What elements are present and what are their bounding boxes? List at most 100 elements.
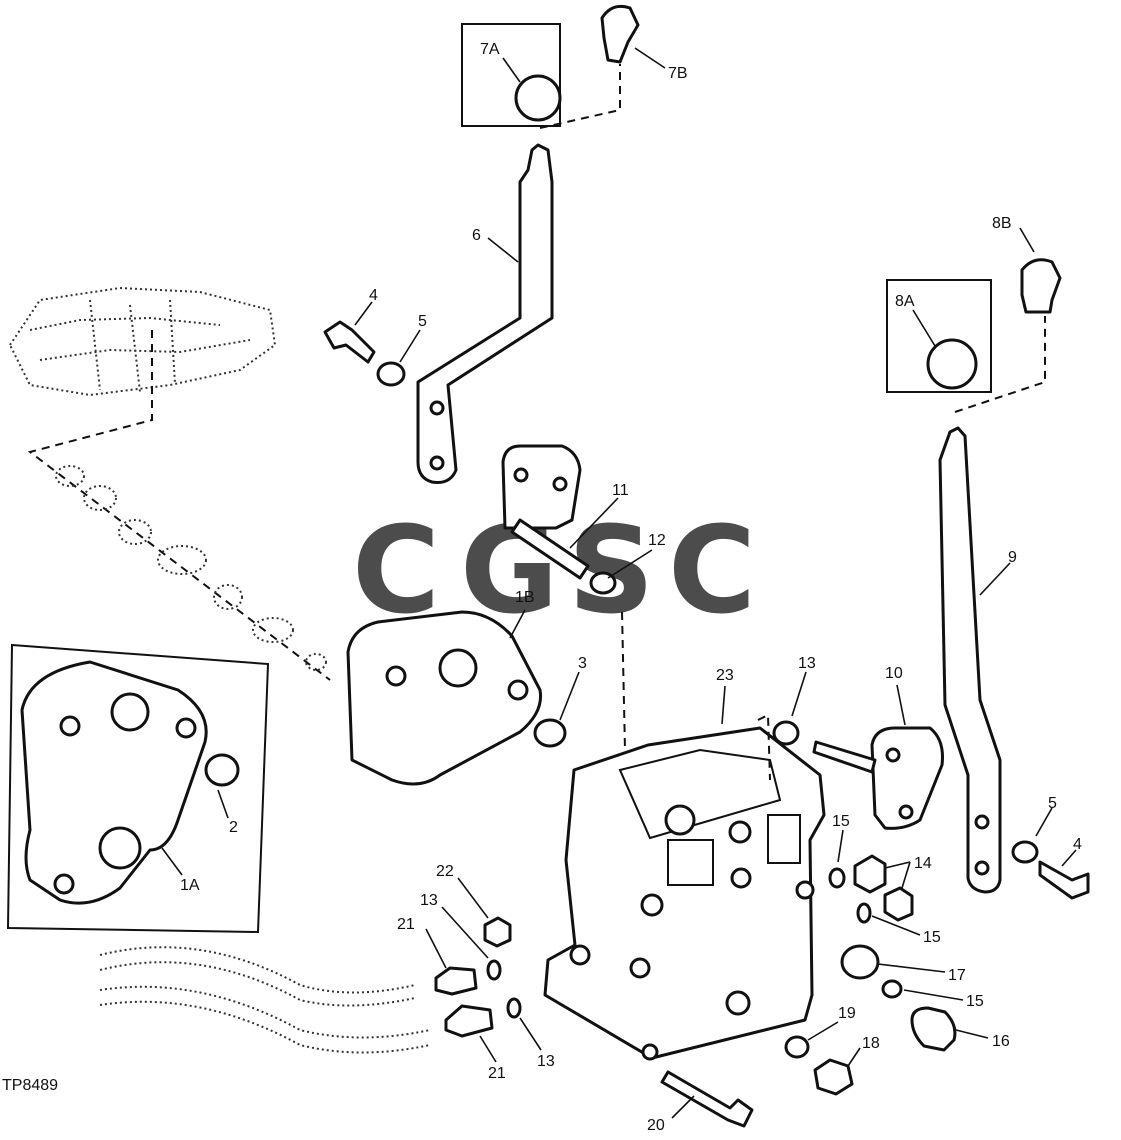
- lever-9-hole-upper: [974, 814, 990, 830]
- bolt-20: [660, 1070, 754, 1128]
- lever-6-hole-lower: [429, 455, 445, 471]
- dash-8b-to-lever: [954, 316, 1046, 413]
- arm-11-plate: [501, 444, 582, 530]
- callout-17: 17: [948, 967, 966, 984]
- valve-body-port-g: [725, 990, 751, 1016]
- callout-22: 22: [436, 863, 454, 880]
- ghost-hoses: [99, 946, 431, 1054]
- nut-22: [483, 916, 512, 948]
- callout-13-top: 13: [798, 655, 816, 672]
- seal-17: [840, 944, 880, 980]
- cap-16: [910, 1006, 957, 1052]
- arm-11-hole-b: [552, 476, 568, 492]
- valve-body-port-a: [728, 820, 752, 844]
- arm-10-hole-b: [898, 804, 914, 820]
- dash-12-to-valve: [621, 611, 626, 751]
- oring-19: [784, 1035, 810, 1059]
- callout-4-right: 4: [1073, 836, 1082, 853]
- callout-8a: 8A: [895, 293, 915, 310]
- knob-7a: [514, 74, 562, 122]
- arm-10-shaft: [812, 740, 877, 774]
- oring-15-a: [828, 867, 846, 889]
- cover-1a-port-lower: [98, 826, 142, 870]
- valve-body-port-f: [629, 957, 651, 979]
- valve-body-port-c: [795, 880, 815, 900]
- callout-3: 3: [578, 655, 587, 672]
- arm-10-hole-a: [885, 747, 901, 763]
- callout-21-upper: 21: [397, 916, 415, 933]
- arm-11-shaft: [510, 518, 590, 580]
- callout-23: 23: [716, 667, 734, 684]
- cover-1a-hole-a: [59, 715, 81, 737]
- cover-1a-hole-c: [53, 873, 75, 895]
- inset-box-7a: [461, 23, 561, 127]
- inset-box-1a: [6, 643, 270, 934]
- callout-1b: 1B: [515, 589, 535, 606]
- valve-body-port-h: [641, 1043, 659, 1061]
- valve-body-top-face: [618, 748, 782, 840]
- cover-1b-hole-b: [507, 679, 529, 701]
- dash-7b-to-lever: [539, 64, 621, 129]
- cover-1a-port-upper: [110, 692, 150, 732]
- callout-20: 20: [647, 1117, 665, 1134]
- lever-6-hole-upper: [429, 400, 445, 416]
- callout-5-left: 5: [418, 313, 427, 330]
- callout-4-left: 4: [369, 287, 378, 304]
- callout-6: 6: [472, 227, 481, 244]
- callout-5-right: 5: [1048, 795, 1057, 812]
- inset-box-8a: [886, 279, 992, 393]
- oring-3: [533, 718, 567, 748]
- oring-2: [204, 753, 240, 787]
- plug-14-a: [853, 854, 887, 894]
- ghost-housing: [8, 286, 277, 397]
- cover-1b: [346, 610, 543, 786]
- leader-lines: [161, 47, 1077, 1119]
- callout-2: 2: [229, 819, 238, 836]
- bolt-4-right: [1038, 860, 1090, 900]
- callout-15-bottom: 15: [966, 993, 984, 1010]
- valve-body-23: [543, 726, 826, 1060]
- callout-15-top: 15: [832, 813, 850, 830]
- callout-7b: 7B: [668, 65, 688, 82]
- cover-1b-port: [438, 648, 478, 688]
- callout-labels: 7A 7B 6 4 5 8B 8A 9 11 12 1B 3 23 13 10 …: [180, 41, 1082, 1134]
- ghost-chain: [55, 465, 327, 671]
- callout-7a: 7A: [480, 41, 500, 58]
- knob-8b: [1020, 258, 1062, 314]
- valve-body-port-e: [569, 944, 591, 966]
- lever-6: [416, 143, 554, 484]
- cover-1b-hole-a: [385, 665, 407, 687]
- arm-11-hole-a: [513, 467, 529, 483]
- callout-16: 16: [992, 1033, 1010, 1050]
- bolt-4-left: [323, 320, 376, 364]
- callout-13-left: 13: [420, 892, 438, 909]
- knob-8a: [926, 338, 978, 390]
- fitting-21-upper: [434, 966, 478, 996]
- callout-11: 11: [612, 482, 629, 499]
- valve-body-decal-b: [767, 814, 801, 864]
- valve-body-port-d: [640, 893, 664, 917]
- oring-13-bottom: [506, 997, 522, 1019]
- lever-9: [938, 426, 1002, 894]
- callout-8b: 8B: [992, 215, 1012, 232]
- callout-21-lower: 21: [488, 1065, 506, 1082]
- callout-13-bottom: 13: [537, 1053, 555, 1070]
- callout-1a: 1A: [180, 877, 200, 894]
- oring-13-top: [772, 720, 800, 746]
- callout-15-middle: 15: [923, 929, 941, 946]
- lever-9-hole-lower: [974, 860, 990, 876]
- callout-14: 14: [914, 855, 932, 872]
- callout-18: 18: [862, 1035, 880, 1052]
- figure-id: TP8489: [2, 1077, 58, 1094]
- callout-19: 19: [838, 1005, 856, 1022]
- fitting-21-lower: [444, 1004, 494, 1038]
- plug-14-b: [883, 886, 914, 922]
- oring-15-b: [856, 902, 872, 924]
- callout-12: 12: [648, 532, 666, 549]
- callout-10: 10: [885, 665, 903, 682]
- cover-1a-hole-b: [175, 717, 197, 739]
- washer-5-left: [376, 361, 406, 387]
- valve-body-decal-a: [667, 839, 714, 886]
